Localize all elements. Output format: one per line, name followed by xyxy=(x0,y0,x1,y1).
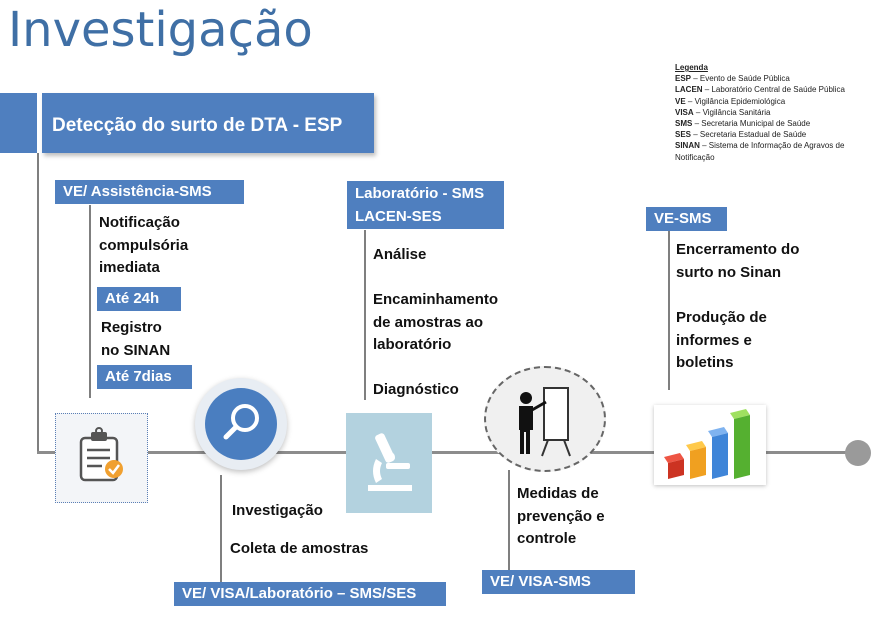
stage4-measures-text: Medidas de prevenção e controle xyxy=(517,485,605,547)
stage1-notification-text: Notificação compulsória imediata xyxy=(99,214,189,276)
clipboard-check-icon xyxy=(55,413,148,503)
stage3-analysis-text: Análise xyxy=(373,246,427,263)
timeline-axis xyxy=(37,451,857,454)
legend-item: SES – Secretaria Estadual de Saúde xyxy=(675,130,807,140)
stage2-connector xyxy=(220,475,222,582)
stage5-connector xyxy=(668,230,670,390)
stage4-connector xyxy=(508,470,510,570)
stage5-closure-text: Encerramento do surto no Sinan xyxy=(676,241,800,281)
stage2-sample-collection-text: Coleta de amostras xyxy=(230,540,369,557)
banner-left-block xyxy=(0,93,37,153)
stage1-deadline-7days: Até 7dias xyxy=(97,365,192,389)
legend-item: LACEN – Laboratório Central de Saúde Púb… xyxy=(675,85,845,95)
stage2-investigation-text: Investigação xyxy=(232,502,323,519)
stage1-deadline-24h: Até 24h xyxy=(97,287,181,311)
legend-item: SINAN – Sistema de Informação de Agravos… xyxy=(675,141,845,162)
stage1-registry-text: Registro no SINAN xyxy=(101,319,171,359)
stage3-diagnosis-text: Diagnóstico xyxy=(373,381,459,398)
legend-heading: Legenda xyxy=(675,63,708,72)
banner-title: Detecção do surto de DTA - ESP xyxy=(52,115,343,136)
legend: Legenda ESP – Evento de Saúde Pública LA… xyxy=(675,62,865,163)
legend-item: SMS – Secretaria Municipal de Saúde xyxy=(675,119,811,129)
bar-chart-icon xyxy=(654,405,766,485)
stage3-forwarding-text: Encaminhamento de amostras ao laboratóri… xyxy=(373,291,499,353)
microscope-icon xyxy=(346,413,432,513)
presenter-icon xyxy=(484,366,606,472)
stage5-reports-text: Produção de informes e boletins xyxy=(676,309,767,371)
stage1-tag: VE/ Assistência-SMS xyxy=(55,180,244,204)
timeline-connector-left xyxy=(37,153,39,453)
stage1-connector xyxy=(89,205,91,398)
stage3-tag: Laboratório - SMS LACEN-SES xyxy=(347,181,504,229)
legend-item: VISA – Vigilância Sanitária xyxy=(675,107,771,117)
legend-item: ESP – Evento de Saúde Pública xyxy=(675,74,790,84)
stage5-tag: VE-SMS xyxy=(646,207,727,231)
detection-banner xyxy=(42,93,374,153)
stage4-tag: VE/ VISA-SMS xyxy=(482,570,635,594)
legend-item: VE – Vigilância Epidemiológica xyxy=(675,96,786,106)
page-title: Investigação xyxy=(8,2,313,58)
magnifier-icon xyxy=(195,378,287,470)
stage2-tag: VE/ VISA/Laboratório – SMS/SES xyxy=(174,582,446,606)
stage3-connector xyxy=(364,230,366,400)
timeline-end-dot xyxy=(845,440,871,466)
